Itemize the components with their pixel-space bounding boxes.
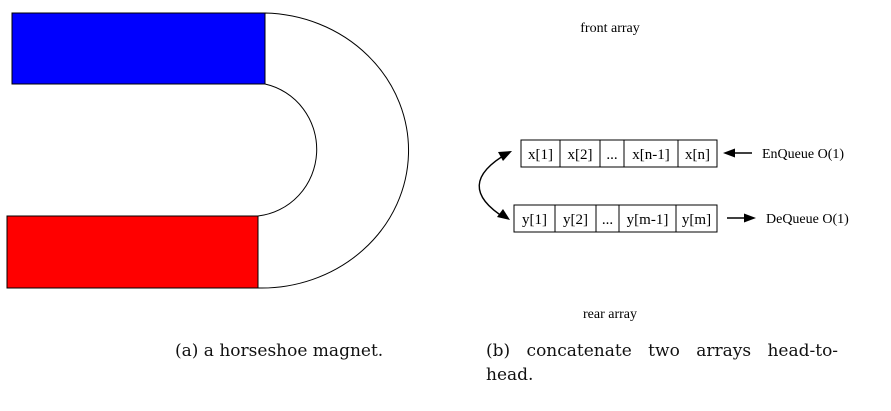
caption-b: (b) concatenate two arrays head-to- head… [486, 339, 891, 387]
front-array-label: front array [580, 21, 639, 36]
rear-array: y[1] y[2] ... y[m-1] y[m] [514, 205, 717, 232]
magnet-body [258, 13, 409, 288]
arrowhead-down-icon [497, 209, 510, 220]
horseshoe-magnet [7, 13, 409, 288]
rear-cell: y[2] [563, 212, 588, 228]
enqueue-arrowhead-icon [723, 149, 735, 158]
rear-cell: y[1] [522, 212, 547, 228]
rear-cell: ... [602, 212, 613, 228]
dequeue-label: DeQueue O(1) [766, 212, 849, 227]
dequeue-arrowhead-icon [744, 214, 756, 223]
curved-double-arrow [479, 153, 508, 218]
front-cell: x[n-1] [632, 147, 670, 163]
magnet-south-pole [7, 216, 258, 288]
arrays-diagram: front array x[1] x[2] ... x[n-1] x[n] y[… [479, 21, 849, 322]
front-cell: x[1] [528, 147, 553, 163]
arrowhead-up-icon [498, 151, 512, 161]
front-cell: x[2] [568, 147, 593, 163]
magnet-north-pole [12, 13, 265, 84]
rear-array-label: rear array [583, 307, 637, 322]
caption-b-line1: (b) concatenate two arrays head-to- [486, 339, 891, 363]
front-cell: x[n] [685, 147, 710, 163]
rear-cell: y[m-1] [627, 212, 669, 228]
front-array: x[1] x[2] ... x[n-1] x[n] [521, 140, 717, 167]
rear-cell: y[m] [682, 212, 711, 228]
enqueue-label: EnQueue O(1) [762, 147, 844, 162]
front-cell: ... [606, 147, 617, 163]
caption-b-line2: head. [486, 363, 891, 387]
caption-a: (a) a horseshoe magnet. [175, 339, 475, 363]
